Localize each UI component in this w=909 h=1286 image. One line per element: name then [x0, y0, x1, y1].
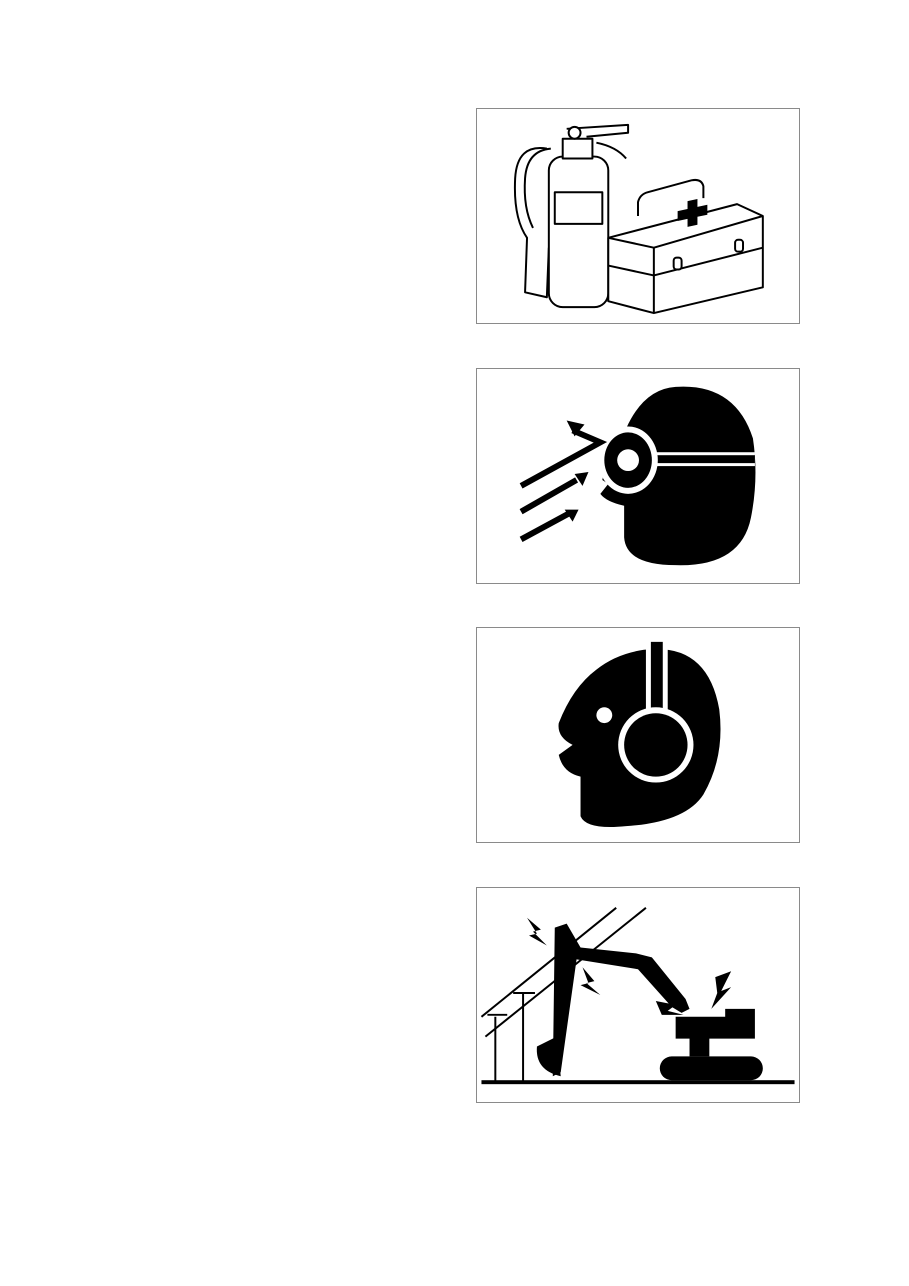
excavator-power-line-hazard-icon: [480, 907, 795, 1085]
eye-protection-goggles-icon: [519, 386, 756, 566]
fire-extinguisher-and-first-aid-kit-icon: [513, 123, 764, 315]
figure-fire-extinguisher-first-aid: [476, 108, 800, 324]
hearing-protection-earmuffs-icon: [558, 641, 721, 828]
figure-power-line-hazard: [476, 887, 800, 1103]
figure-hearing-protection: [476, 627, 800, 843]
figure-eye-protection: [476, 368, 800, 584]
